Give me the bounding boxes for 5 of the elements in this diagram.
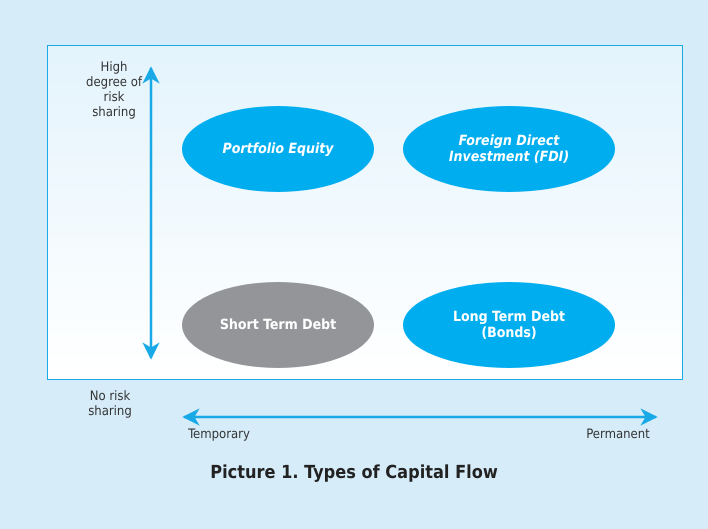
axis-label: Permanent [585,427,651,442]
axis-label: Temporary [187,427,251,442]
figure-caption: Picture 1. Types of Capital Flow [209,462,499,483]
axis-label: No risk sharing [87,389,133,419]
axis-label: High degree of risk sharing [85,60,144,120]
